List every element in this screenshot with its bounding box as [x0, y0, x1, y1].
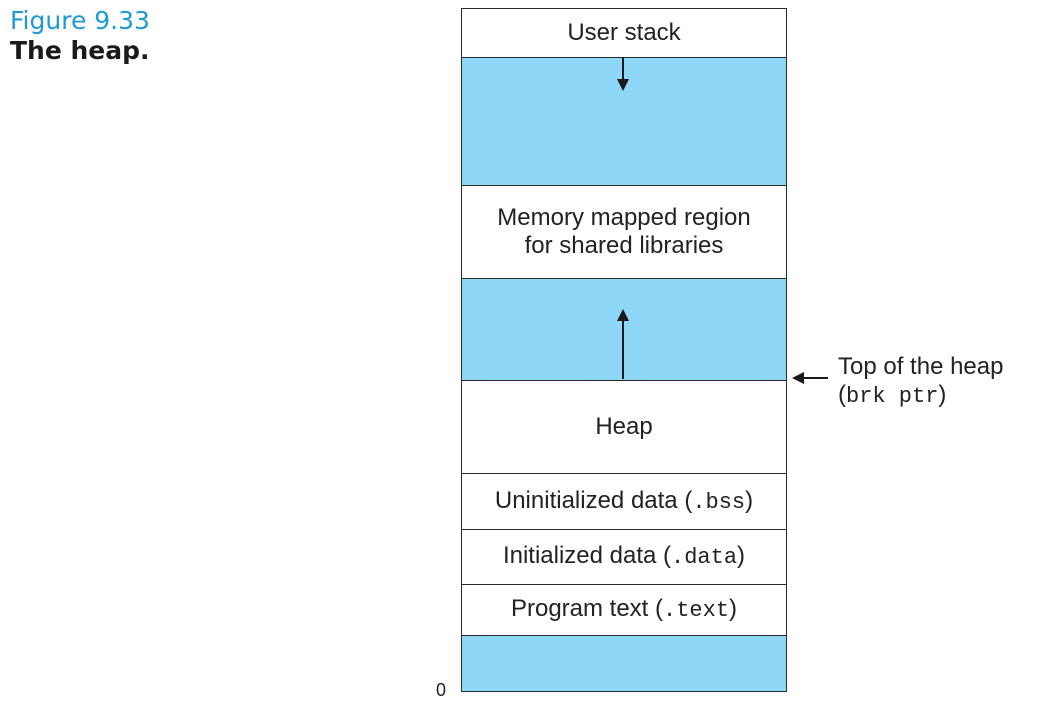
region-data-label: Initialized data (.data): [502, 542, 746, 570]
heap-growth-arrow-shaft: [622, 320, 624, 379]
stack-growth-arrow-head-icon: [617, 79, 629, 91]
figure-title: The heap.: [10, 36, 150, 65]
brk-pointer-arrow-head-icon: [792, 372, 804, 384]
region-heap-growth-space: [462, 278, 786, 380]
data-code: .data: [671, 545, 738, 570]
region-unused-bottom: [462, 635, 786, 691]
region-user-stack-label: User stack: [567, 19, 681, 46]
region-memory-mapped: Memory mapped region for shared librarie…: [462, 185, 786, 278]
region-bss: Uninitialized data (.bss): [462, 473, 786, 529]
heap-top-label: Top of the heap (brk ptr): [838, 353, 1003, 411]
heap-top-label-line1: Top of the heap: [838, 353, 1004, 380]
region-data: Initialized data (.data): [462, 529, 786, 584]
region-memory-mapped-label-line1: Memory mapped region: [497, 204, 751, 231]
region-user-stack: User stack: [462, 9, 786, 57]
heap-top-label-line2: (brk ptr): [838, 381, 947, 409]
brk-ptr-code: brk ptr: [846, 384, 939, 409]
region-heap-label: Heap: [595, 413, 653, 440]
region-memory-mapped-label-line2: for shared libraries: [524, 232, 724, 259]
region-text-label: Program text (.text): [510, 595, 738, 623]
figure-caption: Figure 9.33 The heap.: [10, 6, 150, 66]
region-stack-growth-space: [462, 57, 786, 185]
heap-growth-arrow-head-icon: [617, 309, 629, 321]
address-zero-label: 0: [436, 680, 447, 700]
region-bss-label: Uninitialized data (.bss): [494, 486, 754, 515]
brk-pointer-arrow-shaft: [802, 377, 828, 379]
memory-layout-column: User stack Memory mapped region for shar…: [461, 8, 787, 692]
region-text: Program text (.text): [462, 584, 786, 635]
stack-growth-arrow-shaft: [622, 57, 624, 81]
figure-number: Figure 9.33: [10, 6, 150, 35]
text-code: .text: [663, 598, 730, 623]
region-heap: Heap: [462, 380, 786, 473]
bss-code: .bss: [692, 489, 746, 515]
